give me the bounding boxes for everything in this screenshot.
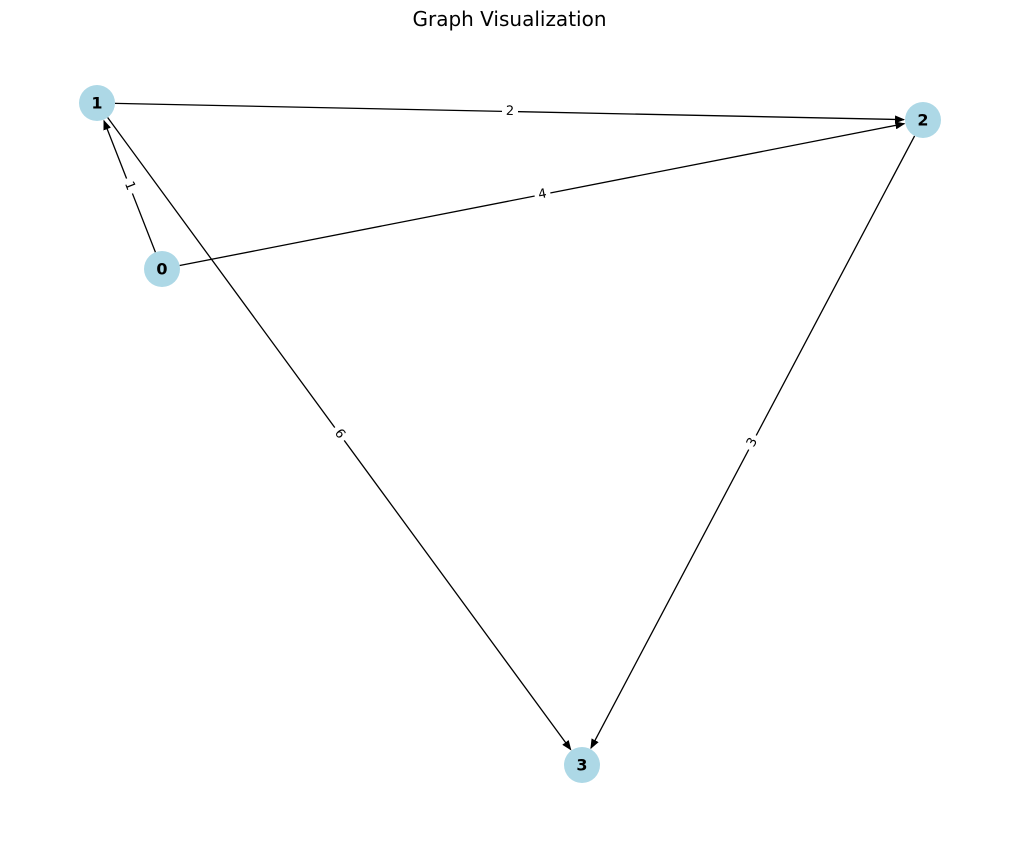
edge-label-0-1: 1 bbox=[119, 175, 140, 197]
edge-label-1-2: 2 bbox=[501, 103, 519, 120]
edge-weight-label: 2 bbox=[506, 104, 515, 119]
edge-label-background bbox=[119, 175, 140, 197]
node-1-circle bbox=[79, 85, 115, 121]
node-3-label: 3 bbox=[576, 756, 587, 775]
edge-label-background bbox=[533, 185, 552, 204]
node-0-label: 0 bbox=[156, 260, 167, 279]
edge-label-background bbox=[741, 431, 764, 454]
node-2-circle bbox=[905, 102, 941, 138]
node-3-circle bbox=[564, 747, 600, 783]
node-2-label: 2 bbox=[917, 111, 928, 130]
nodes-layer: 0 1 2 3 bbox=[79, 85, 941, 783]
edge-label-background bbox=[501, 103, 519, 120]
edge-label-background bbox=[328, 422, 351, 446]
edge-labels-layer: 1 2 4 6 3 bbox=[119, 103, 764, 454]
edge-weight-label: 4 bbox=[537, 186, 548, 202]
edges-layer bbox=[103, 102, 916, 751]
edge-label-2-3: 3 bbox=[741, 431, 764, 454]
edge-label-0-2: 4 bbox=[533, 185, 552, 204]
node-0-circle bbox=[144, 251, 180, 287]
graph-title: Graph Visualization bbox=[412, 7, 606, 31]
node-1-label: 1 bbox=[91, 94, 102, 113]
edge-label-1-3: 6 bbox=[328, 422, 351, 446]
